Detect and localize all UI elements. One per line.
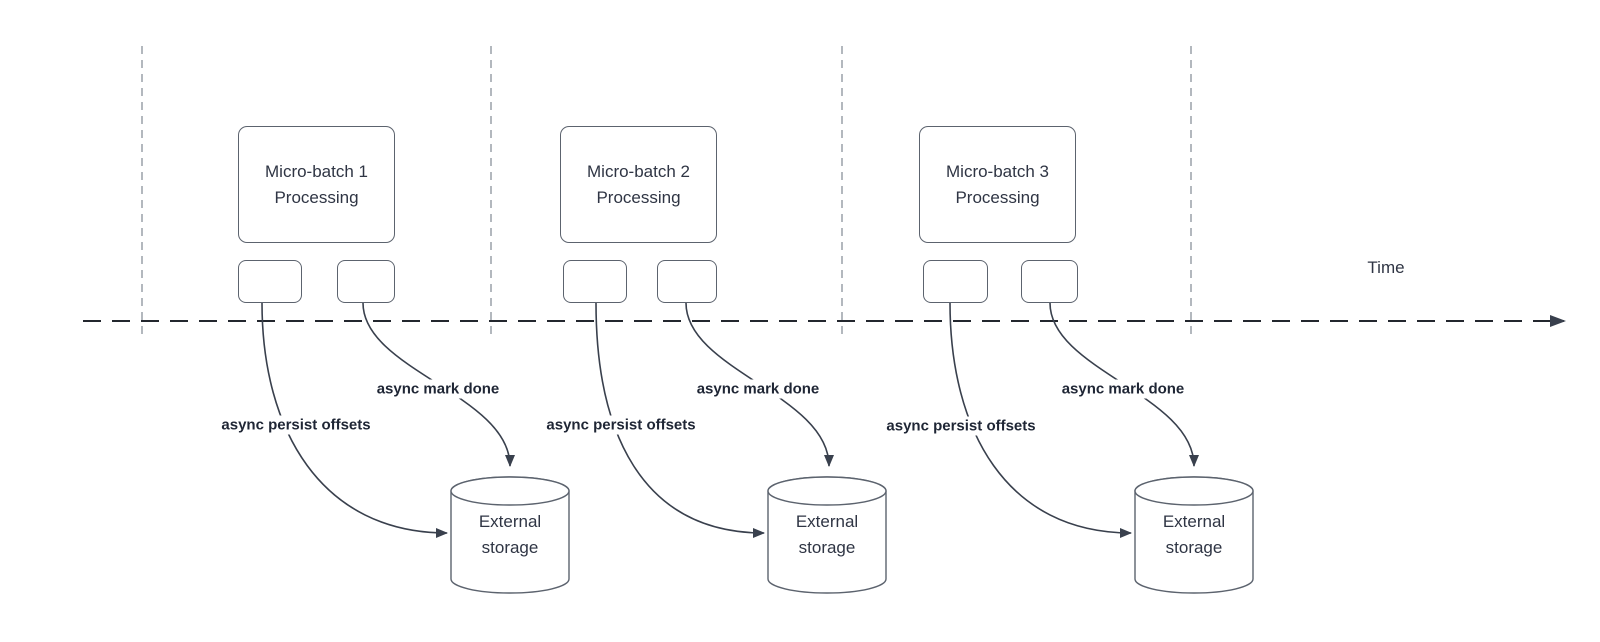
done-task-box-3	[1021, 260, 1078, 303]
storage-cylinder-2	[767, 476, 887, 594]
persist-offsets-label-1: async persist offsets	[217, 415, 375, 435]
microbatch-box-3: Micro-batch 3 Processing	[919, 126, 1076, 243]
microbatch-box-1-label: Micro-batch 1 Processing	[265, 161, 368, 207]
mark-done-label-3: async mark done	[1057, 379, 1189, 399]
persist-offsets-arrow-1	[261, 302, 448, 538]
mark-done-label-2: async mark done	[692, 379, 824, 399]
persist-offsets-label-2: async persist offsets	[542, 415, 700, 435]
storage-cylinder-3	[1134, 476, 1254, 594]
storage-cylinder-1	[450, 476, 570, 594]
microbatch-box-3-label: Micro-batch 3 Processing	[946, 161, 1049, 207]
offset-task-box-2	[563, 260, 627, 303]
persist-offsets-arrow-2	[595, 302, 765, 538]
storage-label-2: External storage	[795, 512, 859, 557]
mark-done-label-1: async mark done	[372, 379, 504, 399]
microbatch-box-2: Micro-batch 2 Processing	[560, 126, 717, 243]
done-task-box-2	[657, 260, 717, 303]
persist-offsets-label-3: async persist offsets	[882, 416, 1040, 436]
offset-task-box-1	[238, 260, 302, 303]
microbatch-box-2-label: Micro-batch 2 Processing	[587, 161, 690, 207]
storage-label-1: External storage	[478, 512, 542, 557]
microbatch-box-1: Micro-batch 1 Processing	[238, 126, 395, 243]
done-task-box-1	[337, 260, 395, 303]
time-axis-label: Time	[1367, 258, 1405, 277]
persist-offsets-arrow-3	[949, 302, 1132, 538]
offset-task-box-3	[923, 260, 988, 303]
storage-label-3: External storage	[1162, 512, 1226, 557]
